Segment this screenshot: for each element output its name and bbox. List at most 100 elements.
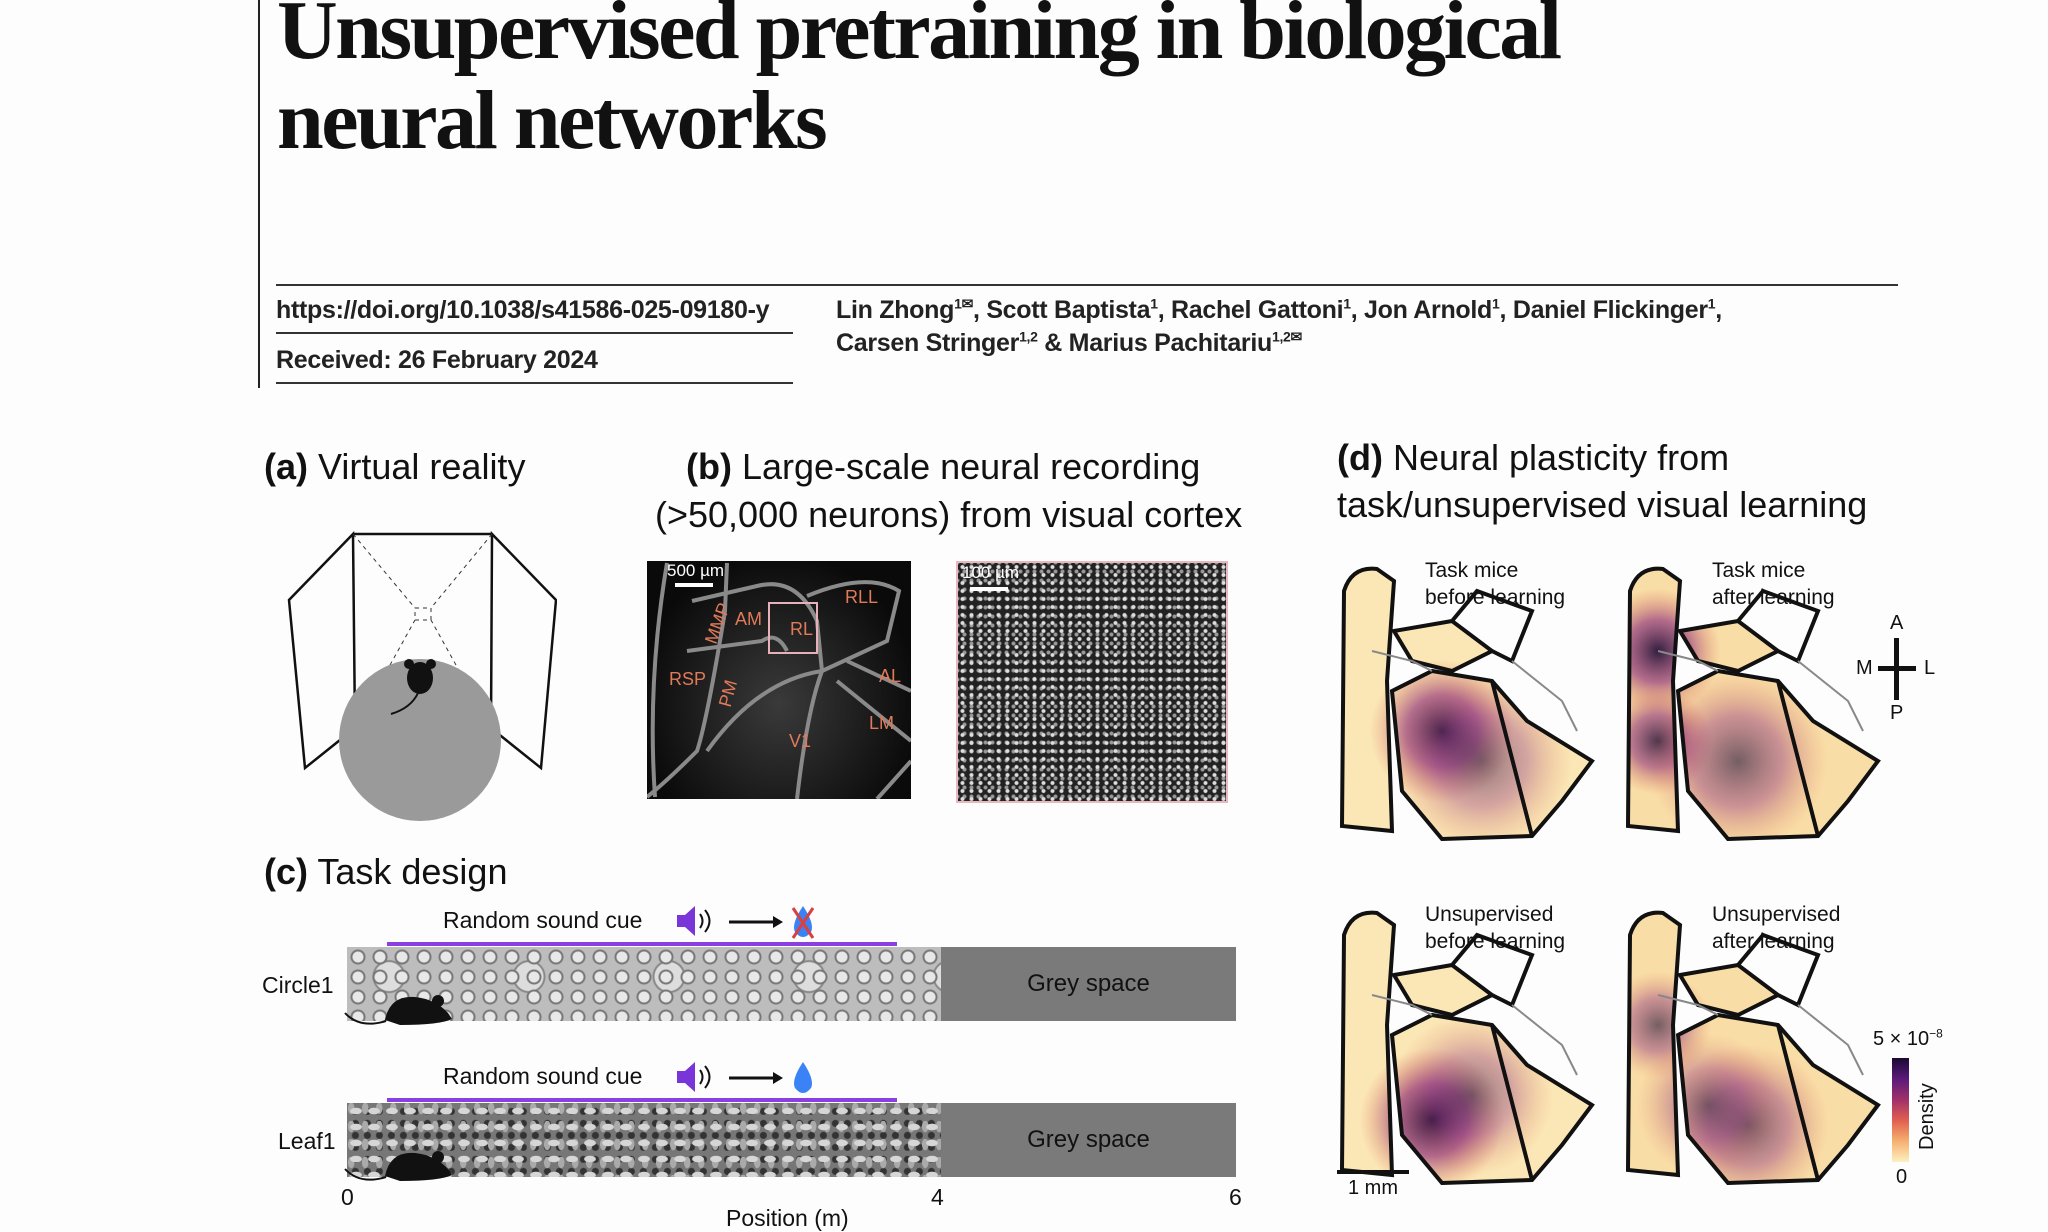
panel-letter: (a)	[264, 446, 308, 487]
sound-cue-label: Random sound cue	[443, 1063, 643, 1089]
caption-line: Task mice	[1712, 559, 1806, 582]
caption-line: Unsupervised	[1712, 903, 1841, 926]
doi-link[interactable]: https://doi.org/10.1038/s41586-025-09180…	[276, 296, 770, 324]
x-axis-label: Position (m)	[726, 1205, 849, 1231]
area-outlines	[1339, 910, 1595, 1186]
panel-subtitle: task/unsupervised visual learning	[1337, 484, 1868, 525]
author-separator: ,	[1157, 296, 1171, 324]
compass-anterior: A	[1890, 612, 1904, 634]
density-hotspot	[1636, 1033, 1780, 1177]
author-separator: ,	[1715, 296, 1722, 324]
author-affiliation: 1	[1492, 295, 1500, 312]
author-affiliation: 1,2	[1019, 328, 1038, 345]
colorbar-exponent: −8	[1929, 1026, 1943, 1041]
author-affiliation: 1	[1707, 295, 1716, 312]
compass-medial: M	[1856, 657, 1873, 679]
panel-letter: (d)	[1337, 437, 1383, 478]
cue-zone-line	[387, 1098, 897, 1102]
doi-rule	[276, 332, 793, 334]
author-entry: Daniel Flickinger1,	[1513, 296, 1722, 324]
water-drop-icon	[794, 1062, 812, 1093]
caption-line: after learning	[1712, 586, 1835, 609]
panel-title: Large-scale neural recording	[741, 446, 1201, 487]
x-tick: 0	[341, 1184, 354, 1210]
grey-space: Grey space	[941, 947, 1236, 1021]
mouse-icon	[390, 659, 436, 715]
scale-bar	[675, 583, 713, 587]
author-name[interactable]: Carsen Stringer	[836, 329, 1020, 357]
panel-subtitle: (>50,000 neurons) from visual cortex	[655, 494, 1243, 535]
author-entry: Scott Baptista1,	[986, 296, 1171, 324]
area-label-am: AM	[735, 609, 762, 629]
grey-space: Grey space	[941, 1103, 1236, 1177]
author-entry: Jon Arnold1,	[1364, 296, 1513, 324]
zoom-region-box	[768, 602, 818, 654]
density-map-task-after	[1618, 561, 1886, 842]
speaker-icon	[677, 906, 711, 936]
two-photon-image: 100 µm	[956, 561, 1228, 803]
treadmill-ball	[339, 659, 501, 821]
author-affiliation: 1	[1150, 295, 1158, 312]
area-boundaries	[647, 562, 911, 799]
vr-setup-illustration	[287, 530, 557, 821]
mouse-icon	[344, 995, 452, 1025]
caption-line: Task mice	[1425, 559, 1519, 582]
track-leaf1-texture	[347, 1103, 941, 1177]
area-label-al: AL	[879, 666, 902, 686]
compass-posterior: P	[1890, 702, 1904, 724]
panel-a-title: (a) Virtual reality	[264, 446, 525, 488]
no-reward-icon	[791, 906, 815, 939]
compass-horizontal	[1878, 666, 1916, 671]
author-entry: Rachel Gattoni1,	[1171, 296, 1364, 324]
scale-label: 100 µm	[962, 563, 1020, 582]
x-tick: 6	[1229, 1184, 1242, 1210]
track-label-circle1: Circle1	[262, 972, 334, 998]
colorbar	[1892, 1058, 1909, 1162]
colorbar-min: 0	[1896, 1166, 1908, 1188]
author-name[interactable]: Daniel Flickinger	[1512, 296, 1708, 324]
density-map-unsup-before	[1332, 905, 1600, 1186]
colorbar-label: Density	[1916, 1083, 1938, 1150]
density-heatmap	[1339, 910, 1595, 1186]
x-tick: 4	[931, 1184, 944, 1210]
area-outlines	[1625, 910, 1881, 1186]
author-list-line2: & Marius Pachitariu1,2✉	[1044, 329, 1302, 357]
area-label-rl: RL	[790, 619, 814, 639]
header-rule	[276, 284, 1898, 286]
cue-sequence-2	[677, 1062, 812, 1093]
cue-zone-line	[387, 942, 897, 946]
area-label-rsp: RSP	[669, 669, 707, 689]
author-name[interactable]: Lin Zhong	[836, 296, 955, 324]
track-label-leaf1: Leaf1	[278, 1128, 336, 1154]
arrow-icon	[729, 1072, 783, 1084]
title-line-1: Unsupervised pretraining in biological	[277, 0, 1562, 77]
author-affiliation: 1,2✉	[1271, 328, 1302, 345]
colorbar-max: 5 × 10−8	[1873, 1026, 1943, 1051]
cue-sequence-1	[677, 906, 815, 939]
article-title: Unsupervised pretraining in biological n…	[277, 0, 1977, 166]
scale-bar-label: 1 mm	[1348, 1177, 1398, 1199]
density-heatmap	[1625, 566, 1881, 842]
area-label-lm: LM	[869, 713, 895, 733]
density-map-unsup-after	[1618, 905, 1886, 1186]
cortex-widefield-image: 500 µm MMP AM RL RLL RSP PM AL LM V1	[647, 561, 911, 799]
track-circle1-texture	[347, 947, 941, 1021]
area-outlines	[1339, 566, 1595, 842]
sound-cue-label: Random sound cue	[443, 907, 643, 933]
author-list: Lin Zhong1✉, Scott Baptista1, Rachel Gat…	[836, 296, 1722, 357]
author-name[interactable]: & Marius Pachitariu	[1044, 329, 1272, 357]
author-name[interactable]: Jon Arnold	[1364, 296, 1493, 324]
author-name[interactable]: Rachel Gattoni	[1171, 296, 1344, 324]
arrow-icon	[729, 916, 783, 928]
scale-label: 500 µm	[667, 561, 725, 580]
map-caption: Task mice after learning	[1712, 557, 1835, 611]
grey-space-label: Grey space	[1027, 970, 1150, 997]
author-separator: ,	[973, 296, 987, 324]
scale-bar	[1337, 1170, 1409, 1174]
author-separator: ,	[1499, 296, 1513, 324]
received-date: Received: 26 February 2024	[276, 346, 598, 374]
area-outlines	[1625, 566, 1881, 842]
area-label-v1: V1	[789, 731, 812, 751]
author-name[interactable]: Scott Baptista	[986, 296, 1151, 324]
